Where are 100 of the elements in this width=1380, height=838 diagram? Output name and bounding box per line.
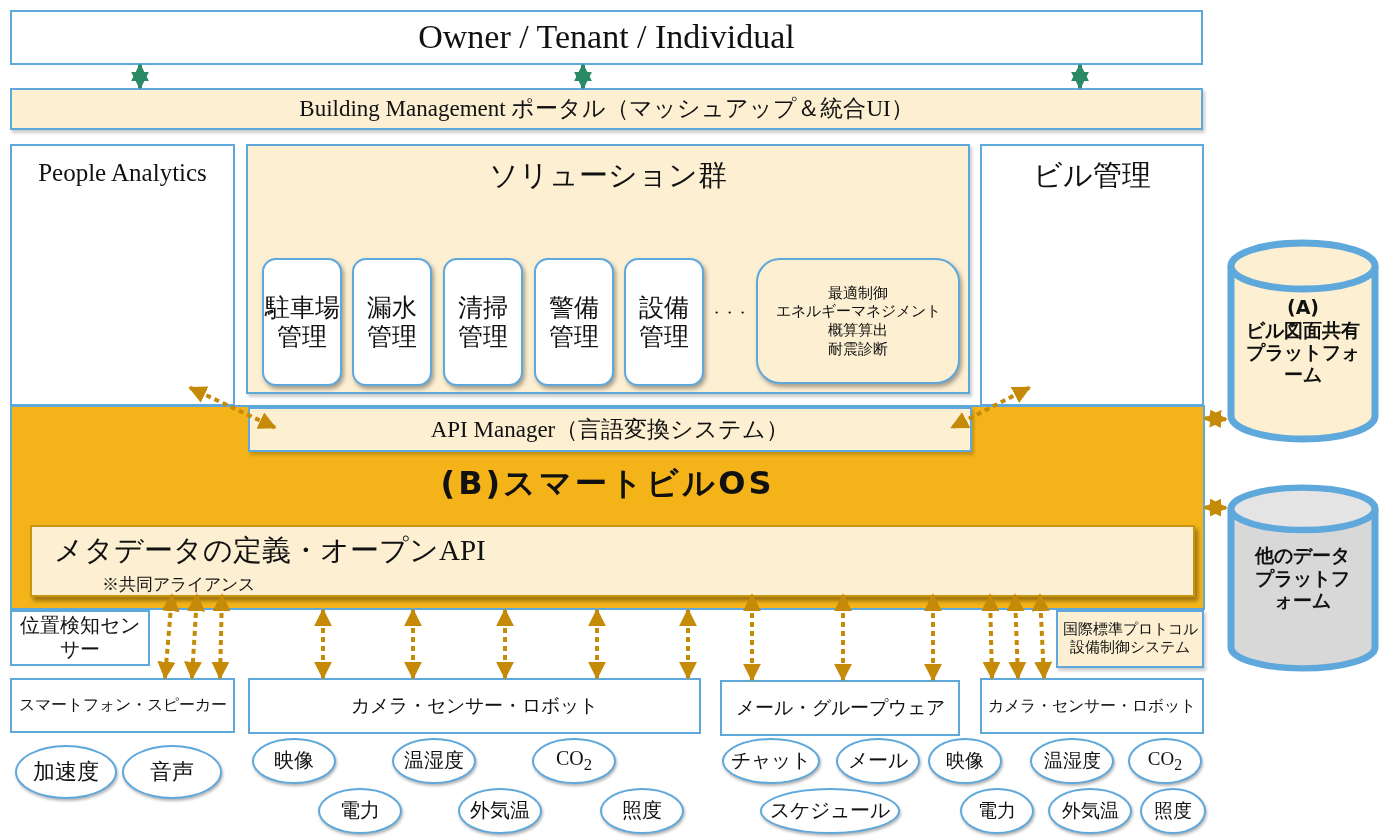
node-label: 概算算出 — [828, 321, 888, 340]
node-label: API Manager（言語変換システム） — [430, 415, 790, 444]
double-arrow — [184, 593, 205, 680]
double-arrow — [314, 608, 332, 680]
data-ellipse — [392, 738, 476, 784]
double-arrow — [1006, 593, 1027, 680]
double-arrow — [211, 593, 231, 680]
node-label: メール・グループウェア — [735, 696, 945, 720]
node-label: カメラ・センサー・ロボット — [988, 696, 1196, 716]
double-arrow — [834, 593, 852, 682]
node-label: チャット — [731, 749, 811, 773]
node-label: ビル図面共有プラットフォーム — [1245, 318, 1361, 386]
double-arrow — [950, 385, 1031, 430]
panel-heading: People Analytics — [38, 158, 207, 188]
double-arrow — [157, 593, 180, 680]
data-ellipse — [458, 788, 542, 834]
data-ellipse — [252, 738, 336, 784]
double-arrow — [1031, 593, 1053, 680]
data-ellipse — [722, 738, 820, 784]
node-label: 警備管理 — [549, 292, 599, 352]
node-label: カメラ・センサー・ロボット — [351, 694, 598, 718]
node-label: 位置検知センサー — [19, 614, 141, 662]
panel-box — [10, 678, 235, 733]
panel-box — [10, 10, 1203, 65]
panel-box — [10, 610, 150, 666]
data-ellipse — [532, 738, 616, 784]
node-label: CO$_{2}$ — [1147, 747, 1183, 775]
data-ellipse — [1030, 738, 1114, 784]
node-label: 耐震診断 — [828, 339, 888, 359]
panel-box — [10, 88, 1203, 130]
panel-heading: ビル管理 — [1033, 158, 1151, 193]
node-label: CO$_{2}$ — [555, 747, 593, 775]
module-card — [756, 258, 960, 384]
database-cylinder — [1226, 238, 1380, 444]
node-label: 映像 — [946, 749, 984, 773]
node-label: スマートフォン・スピーカー — [18, 696, 227, 715]
double-arrow — [1203, 409, 1228, 429]
api-panel — [30, 525, 1195, 597]
data-ellipse — [318, 788, 402, 834]
data-ellipse — [1128, 738, 1202, 784]
module-card — [352, 258, 432, 386]
node-label: 国際標準プロトコル設備制御システム — [1061, 621, 1199, 657]
node-label: 他のデータプラットフォーム — [1253, 544, 1352, 612]
panel-box — [1056, 610, 1204, 668]
module-card — [534, 258, 614, 386]
double-arrow — [574, 63, 592, 90]
node-label: 外気温 — [1061, 799, 1119, 823]
module-card — [262, 258, 342, 386]
node-label: ※共同アライアンス — [102, 575, 255, 596]
panel-box — [248, 678, 701, 734]
node-label: 温湿度 — [404, 749, 464, 773]
double-arrow — [679, 608, 697, 680]
panel-heading: ソリューション群 — [489, 158, 727, 193]
data-ellipse — [960, 788, 1034, 834]
data-ellipse — [600, 788, 684, 834]
node-label: 温湿度 — [1043, 749, 1101, 773]
module-card — [624, 258, 704, 386]
double-arrow — [981, 593, 1001, 680]
node-label: 外気温 — [470, 799, 530, 823]
platform-title: (B)スマートビルOS — [440, 465, 775, 503]
double-arrow — [131, 63, 149, 90]
node-label: 照度 — [622, 799, 662, 823]
panel-box — [246, 144, 970, 394]
node-label: 駐車場管理 — [264, 292, 340, 352]
node-label: 映像 — [274, 749, 314, 773]
double-arrow — [188, 385, 277, 430]
node-label: 漏水管理 — [367, 292, 417, 352]
node-label: 電力 — [340, 799, 380, 823]
double-arrow — [1203, 498, 1228, 517]
node-label: 電力 — [978, 799, 1016, 823]
double-arrow — [496, 608, 514, 680]
panel-box — [980, 144, 1204, 406]
node-label: 設備管理 — [639, 292, 689, 352]
data-ellipse — [1048, 788, 1132, 834]
module-card — [443, 258, 523, 386]
node-label: メール — [848, 749, 908, 773]
node-label: メタデータの定義・オープンAPI — [54, 533, 486, 568]
node-label: 照度 — [1154, 799, 1192, 823]
node-label: 清掃管理 — [458, 292, 508, 352]
double-arrow — [743, 593, 761, 682]
ellipsis-text: ・・・ — [710, 304, 749, 322]
node-label: スケジュール — [770, 799, 890, 823]
double-arrow — [1071, 63, 1089, 90]
double-arrow — [404, 608, 422, 680]
panel-box — [10, 144, 235, 406]
platform-panel — [10, 405, 1205, 610]
data-ellipse — [928, 738, 1002, 784]
panel-box — [248, 407, 972, 452]
double-arrow — [588, 608, 606, 680]
database-cylinder — [1226, 483, 1380, 673]
double-arrow — [924, 593, 942, 682]
node-label: Owner / Tenant / Individual — [418, 17, 795, 58]
node-label: 音声 — [150, 759, 194, 785]
data-ellipse — [15, 745, 117, 799]
data-ellipse — [122, 745, 222, 799]
node-label: Building Management ポータル（マッシュアップ＆統合UI） — [299, 95, 914, 123]
node-label: (A) — [1285, 296, 1321, 319]
node-label: 最適制御 — [828, 283, 888, 303]
panel-box — [720, 680, 960, 736]
data-ellipse — [836, 738, 920, 784]
